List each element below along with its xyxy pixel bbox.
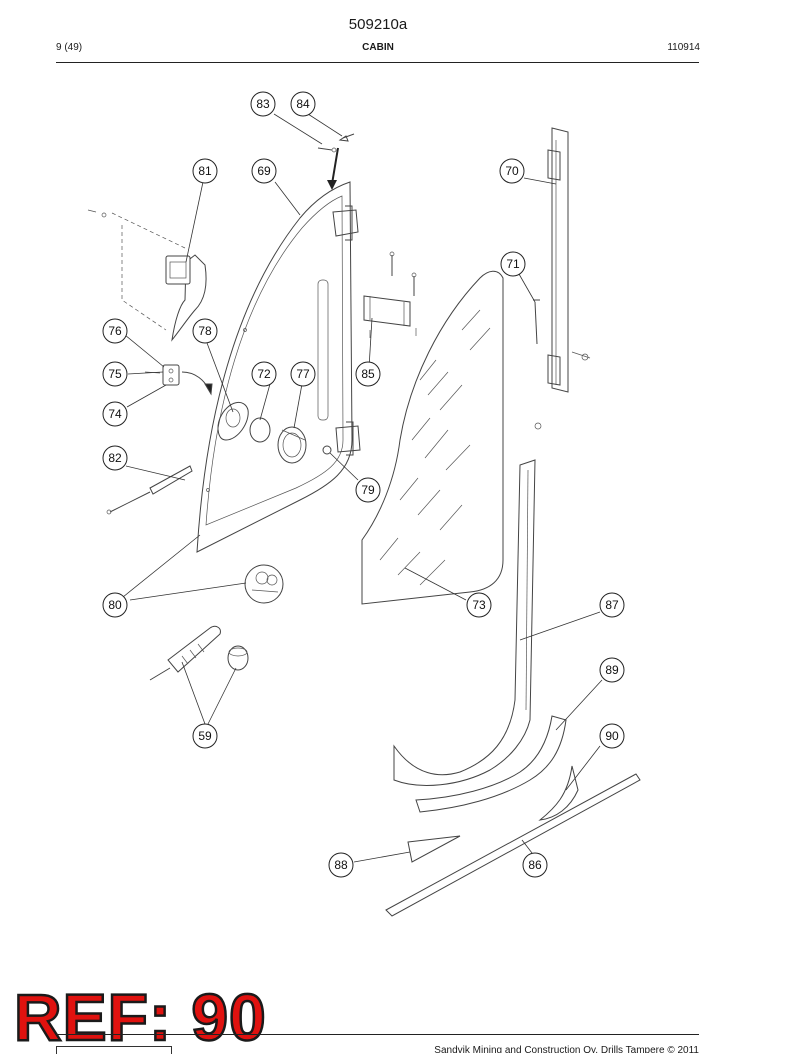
svg-text:83: 83 bbox=[256, 97, 270, 111]
svg-text:69: 69 bbox=[257, 164, 271, 178]
svg-text:85: 85 bbox=[361, 367, 375, 381]
wedge-part bbox=[407, 835, 461, 863]
callout-78: 78 bbox=[192, 318, 218, 344]
section-title: CABIN bbox=[362, 42, 394, 53]
svg-text:79: 79 bbox=[361, 483, 375, 497]
washer-part bbox=[322, 445, 332, 455]
callout-84: 84 bbox=[290, 91, 316, 117]
rail-part bbox=[534, 127, 591, 430]
svg-text:80: 80 bbox=[108, 598, 122, 612]
callout-82: 82 bbox=[102, 445, 128, 471]
pin-part bbox=[533, 299, 540, 345]
svg-text:90: 90 bbox=[605, 729, 619, 743]
svg-text:72: 72 bbox=[257, 367, 271, 381]
long-trim-part bbox=[385, 773, 641, 917]
seal-profile-part bbox=[244, 564, 284, 604]
callout-81: 81 bbox=[192, 158, 218, 184]
svg-text:75: 75 bbox=[108, 367, 122, 381]
lock-assembly-part bbox=[87, 209, 207, 342]
svg-text:76: 76 bbox=[108, 324, 122, 338]
footer-rule bbox=[56, 1034, 699, 1035]
header-rule bbox=[56, 62, 699, 63]
document-number: 509210a bbox=[348, 16, 408, 33]
callout-71: 71 bbox=[500, 251, 526, 277]
svg-text:88: 88 bbox=[334, 858, 348, 872]
svg-text:74: 74 bbox=[108, 407, 122, 421]
callout-89: 89 bbox=[599, 657, 625, 683]
door-frame-part bbox=[196, 181, 361, 553]
callout-74: 74 bbox=[102, 401, 128, 427]
callout-85: 85 bbox=[355, 361, 381, 387]
svg-text:77: 77 bbox=[296, 367, 310, 381]
svg-text:89: 89 bbox=[605, 663, 619, 677]
svg-text:59: 59 bbox=[198, 729, 212, 743]
date-code: 110914 bbox=[667, 42, 700, 53]
svg-text:82: 82 bbox=[108, 451, 122, 465]
svg-text:81: 81 bbox=[198, 164, 212, 178]
glass-pane-part bbox=[361, 270, 504, 605]
door-handle-part bbox=[277, 426, 307, 464]
svg-text:70: 70 bbox=[505, 164, 519, 178]
svg-text:86: 86 bbox=[528, 858, 542, 872]
svg-text:73: 73 bbox=[472, 598, 486, 612]
leader-lines bbox=[122, 113, 603, 863]
callout-87: 87 bbox=[599, 592, 625, 618]
bolt-part bbox=[317, 133, 355, 190]
callout-77: 77 bbox=[290, 361, 316, 387]
gas-strut-part bbox=[106, 465, 193, 515]
svg-text:87: 87 bbox=[605, 598, 619, 612]
svg-text:84: 84 bbox=[296, 97, 310, 111]
seal-molding-part bbox=[393, 459, 536, 786]
callout-75: 75 bbox=[102, 361, 128, 387]
company-logo bbox=[56, 1046, 172, 1054]
page-number: 9 (49) bbox=[56, 42, 83, 53]
copyright-footer: Sandvik Mining and Construction Oy, Dril… bbox=[434, 1045, 699, 1053]
callout-72: 72 bbox=[251, 361, 277, 387]
callout-73: 73 bbox=[466, 592, 492, 618]
corner-trim-part bbox=[538, 765, 579, 821]
bracket-part bbox=[363, 251, 417, 338]
sill-strip-part bbox=[415, 715, 567, 813]
callout-79: 79 bbox=[355, 477, 381, 503]
callout-70: 70 bbox=[499, 158, 525, 184]
callout-90: 90 bbox=[599, 723, 625, 749]
callout-59: 59 bbox=[192, 723, 218, 749]
callout-69: 69 bbox=[251, 158, 277, 184]
svg-text:78: 78 bbox=[198, 324, 212, 338]
svg-text:71: 71 bbox=[506, 257, 520, 271]
callout-83: 83 bbox=[250, 91, 276, 117]
callout-80: 80 bbox=[102, 592, 128, 618]
tool-part bbox=[149, 625, 249, 681]
latch-plate-part bbox=[217, 402, 249, 441]
reference-stamp: REF: 90 bbox=[13, 980, 267, 1054]
callout-86: 86 bbox=[522, 852, 548, 878]
seal-ring-part bbox=[249, 417, 271, 443]
callout-76: 76 bbox=[102, 318, 128, 344]
striker-part bbox=[144, 364, 213, 396]
callout-88: 88 bbox=[328, 852, 354, 878]
